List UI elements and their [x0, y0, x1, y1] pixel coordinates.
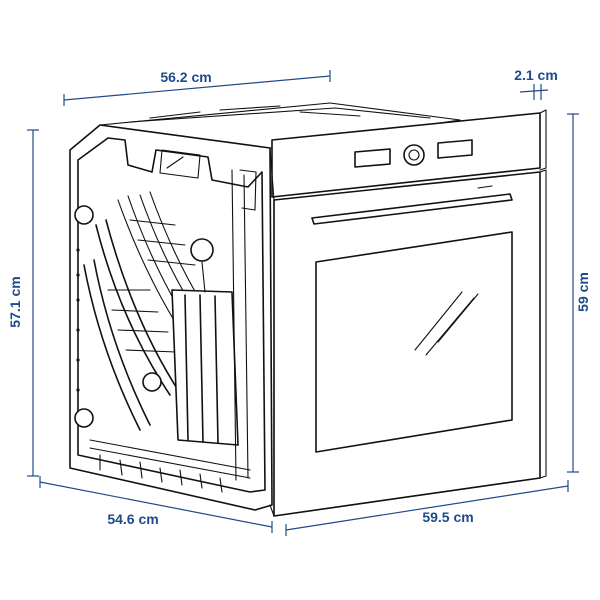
- dimension-top-depth-label: 56.2 cm: [160, 69, 211, 85]
- rack-knob-bottom-left: [74, 408, 94, 428]
- curved-rack-rails: [83, 191, 227, 431]
- side-holes: [76, 248, 80, 392]
- dimension-lines: [27, 70, 579, 536]
- display-window-left: [354, 148, 391, 168]
- control-knob: [403, 144, 425, 166]
- rack-knob-lower: [142, 372, 162, 392]
- rack-knob-center: [190, 238, 214, 262]
- rack-knob-top-left: [74, 205, 94, 225]
- dimension-bottom-depth-label: 54.6 cm: [107, 511, 158, 527]
- vertical-rack-bars: [171, 261, 239, 446]
- dimension-panel-depth-label: 2.1 cm: [514, 67, 558, 83]
- bottom-rails: [89, 439, 251, 493]
- dimension-right-height-label: 59 cm: [575, 272, 591, 312]
- display-window-right: [437, 139, 473, 159]
- dimension-bottom-width-label: 59.5 cm: [422, 509, 473, 525]
- glass-reflection: [414, 291, 479, 356]
- door-glass-window: [315, 231, 513, 453]
- oven-side-frame: [69, 124, 273, 511]
- oven-inner-side: [77, 137, 266, 493]
- door-handle: [311, 193, 513, 225]
- dimension-left-height-label: 57.1 cm: [7, 276, 23, 327]
- oven-top-inner: [129, 107, 431, 123]
- side-rail-right: [231, 169, 257, 481]
- oven-illustration: [69, 102, 547, 517]
- heating-element-box: [159, 149, 201, 179]
